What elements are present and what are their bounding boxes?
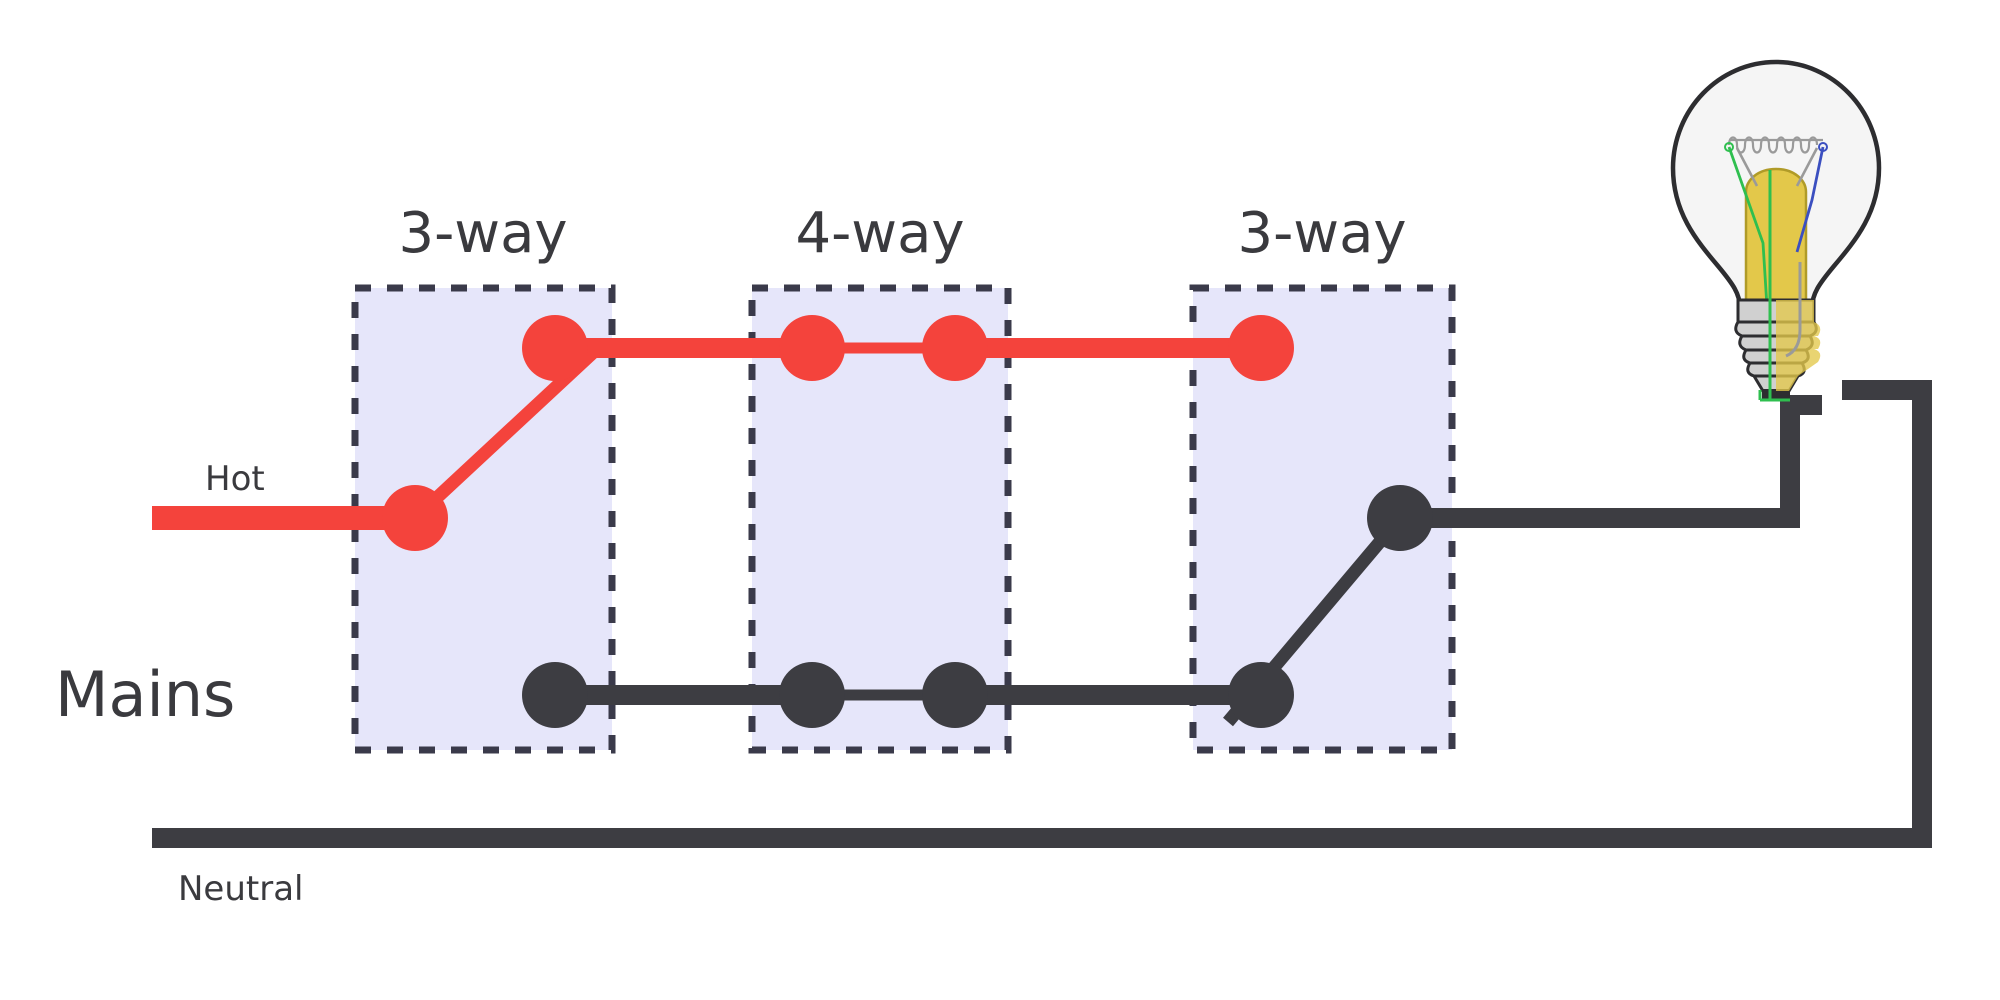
terminal-3way-left-bottom[interactable] — [522, 662, 588, 728]
switch-label-3way-right: 3-way — [1237, 201, 1406, 266]
bulb-filament-anchor-left — [1724, 142, 1734, 152]
terminal-4way-bottom-left[interactable] — [779, 662, 845, 728]
bulb-inner-tube — [1785, 262, 1802, 358]
wire-neutral-return — [152, 380, 1932, 848]
terminal-hot-input[interactable] — [382, 485, 448, 551]
terminal-3way-left-traveler[interactable] — [522, 315, 588, 381]
hot-label: Hot — [205, 459, 265, 499]
terminal-4way-traveler-right[interactable] — [922, 315, 988, 381]
terminal-dot-group — [382, 315, 1433, 728]
switch-label-3way-left: 3-way — [398, 201, 567, 266]
bulb-lead-blue — [1795, 146, 1825, 253]
neutral-label: Neutral — [178, 869, 304, 909]
hot-wire-group — [152, 338, 1261, 530]
bulb-support-wire-right — [1795, 147, 1819, 187]
light-bulb[interactable] — [1670, 59, 1882, 402]
mains-label: Mains — [55, 658, 235, 731]
terminal-3way-right-bottom[interactable] — [1228, 662, 1294, 728]
terminal-4way-bottom-right[interactable] — [922, 662, 988, 728]
wire-lamp-feed — [1400, 395, 1822, 528]
switch-label-4way-middle: 4-way — [795, 201, 964, 266]
bulb-filament-anchor-right — [1818, 142, 1828, 152]
terminal-3way-right-traveler[interactable] — [1228, 315, 1294, 381]
bulb-support-wire-left — [1735, 147, 1759, 187]
bulb-green-contact-foot — [1758, 390, 1790, 402]
terminal-4way-traveler-left[interactable] — [779, 315, 845, 381]
terminal-3way-right-common[interactable] — [1367, 485, 1433, 551]
bulb-filament — [1727, 136, 1823, 154]
